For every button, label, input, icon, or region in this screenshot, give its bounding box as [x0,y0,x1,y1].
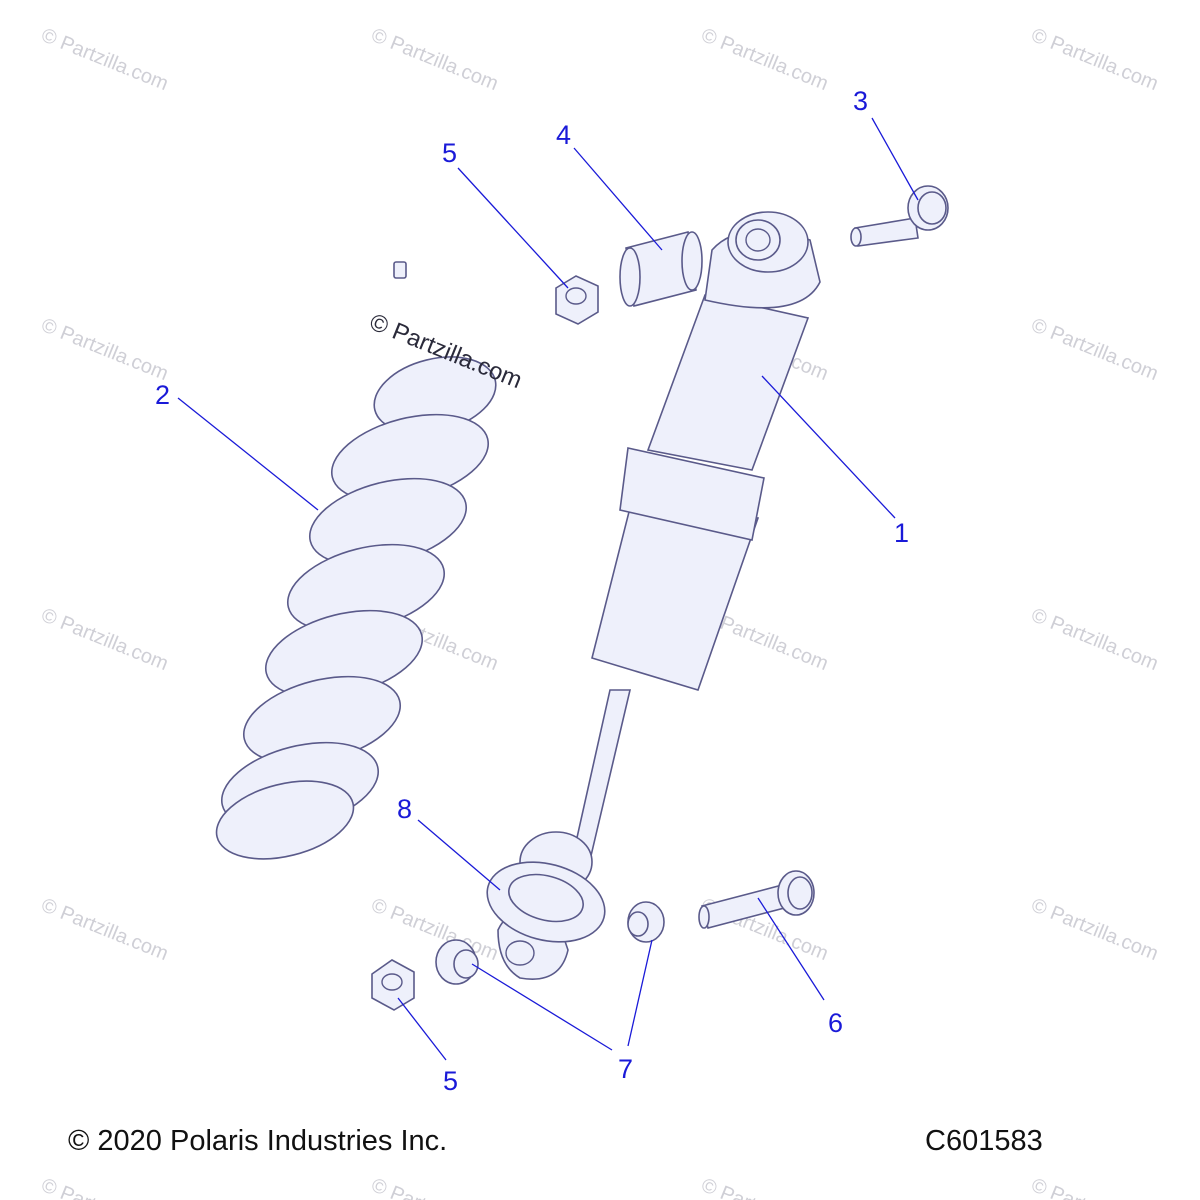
watermark: © Partzilla.com [38,894,171,965]
callout-7-right: 7 [618,1054,633,1084]
callout-5-lower: 5 [443,1066,458,1096]
callout-6: 6 [828,1008,843,1038]
shock-absorber-part [497,211,821,980]
upper-bushing-part [619,231,703,307]
leader-lines [177,117,919,1061]
coil-spring-part [215,261,497,860]
watermark: © Partzilla.com [38,314,171,385]
callout-2: 2 [155,380,170,410]
spring-seat-part [486,861,606,943]
copyright-text: © 2020 Polaris Industries Inc. [68,1125,448,1157]
watermark: © Partzilla.com [698,24,831,95]
callout-5-upper: 5 [442,138,457,168]
lower-nut-part [371,959,415,1011]
callout-4: 4 [556,120,571,150]
upper-nut-part [555,275,599,325]
callout-8: 8 [397,794,412,824]
lower-bushing-right-part [627,901,665,943]
watermark: © Partzilla.com [368,894,501,965]
watermark: © Partzilla.com [1028,894,1161,965]
watermark: © Partzilla.com [38,1174,171,1200]
watermark: © Partzilla.com [1028,24,1161,95]
lower-bolt-part [698,870,815,929]
watermark: © Partzilla.com [698,1174,831,1200]
watermark-grid: © Partzilla.com © Partzilla.com © Partzi… [38,24,1161,1200]
lower-bushing-left-part [435,939,479,985]
watermark: © Partzilla.com [368,24,501,95]
watermark: © Partzilla.com [1028,604,1161,675]
callouts: 1 2 3 4 5 6 7 8 5 [155,86,909,1096]
callout-1: 1 [894,518,909,548]
watermark: © Partzilla.com [38,24,171,95]
upper-bolt-part [850,185,949,247]
watermark: © Partzilla.com [1028,1174,1161,1200]
watermark: © Partzilla.com [1028,314,1161,385]
watermark: © Partzilla.com [368,1174,501,1200]
diagram-code: C601583 [925,1125,1043,1157]
callout-3: 3 [853,86,868,116]
watermark: © Partzilla.com [38,604,171,675]
